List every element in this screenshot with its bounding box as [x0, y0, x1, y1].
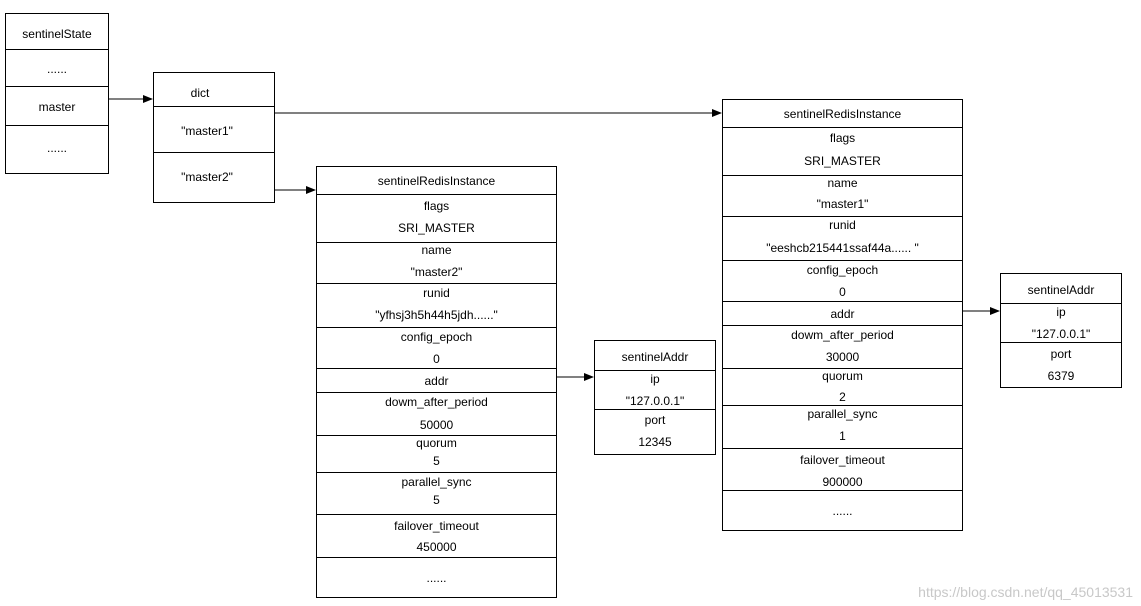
- addr-title: sentinelAddr: [1027, 283, 1095, 297]
- field-name: failover_timeout: [800, 453, 885, 467]
- addr-port-value: 12345: [638, 435, 672, 449]
- addr-port-label: port: [1050, 347, 1072, 361]
- field-failover-timeout: failover_timeout 450000: [317, 514, 556, 557]
- field-name: addr: [830, 307, 855, 321]
- addr-title: sentinelAddr: [621, 350, 689, 364]
- field-name: name: [421, 243, 452, 257]
- sentinel-state-title-cell: sentinelState: [6, 14, 108, 49]
- dict-title-cell: dict: [154, 73, 274, 106]
- instance-title: sentinelRedisInstance: [783, 107, 902, 121]
- field-runid: runid "eeshcb215441ssaf44a...... ": [723, 216, 962, 260]
- dict-row-master1: "master1": [154, 106, 274, 152]
- field-value: SRI_MASTER: [804, 154, 881, 168]
- dict-key-master2: "master2": [181, 170, 233, 184]
- addr-ip-cell: ip "127.0.0.1": [1001, 303, 1121, 342]
- addr-ip-value: "127.0.0.1": [625, 394, 685, 408]
- sentinel-state-row-label: ......: [46, 141, 67, 155]
- field-name: runid: [423, 286, 450, 300]
- addr-master2-box: sentinelAddr ip "127.0.0.1" port 12345: [594, 340, 716, 455]
- addr-ip-value: "127.0.0.1": [1031, 327, 1091, 341]
- sentinel-state-title: sentinelState: [22, 27, 92, 41]
- field-more-ellipsis: ......: [426, 571, 447, 585]
- field-name: config_epoch: [806, 263, 879, 277]
- sentinel-state-row-master: master: [6, 86, 108, 125]
- field-more: ......: [723, 490, 962, 530]
- addr-ip-cell: ip "127.0.0.1": [595, 370, 715, 409]
- field-name: failover_timeout: [394, 519, 479, 533]
- addr-title-cell: sentinelAddr: [595, 341, 715, 370]
- field-name: parallel_sync: [401, 475, 472, 489]
- field-parallel-sync: parallel_sync 1: [723, 405, 962, 448]
- sentinel-state-box: sentinelState ...... master ......: [5, 13, 109, 174]
- field-value: 5: [433, 454, 440, 468]
- field-value: "eeshcb215441ssaf44a...... ": [766, 241, 919, 255]
- field-value: 0: [433, 352, 440, 366]
- field-parallel-sync: parallel_sync 5: [317, 472, 556, 514]
- field-name: dowm_after_period: [791, 328, 894, 342]
- instance-master2-box: sentinelRedisInstance flags SRI_MASTER n…: [316, 166, 557, 598]
- field-name: dowm_after_period: [385, 395, 488, 409]
- field-value: 1: [839, 429, 846, 443]
- field-name: config_epoch: [400, 330, 473, 344]
- field-config-epoch: config_epoch 0: [317, 327, 556, 368]
- field-name: parallel_sync: [807, 407, 878, 421]
- addr-ip-label: ip: [650, 372, 660, 386]
- field-name: flags: [829, 131, 856, 145]
- field-down-after-period: dowm_after_period 50000: [317, 392, 556, 435]
- sentinel-state-row: ......: [6, 125, 108, 173]
- field-flags: flags SRI_MASTER: [317, 194, 556, 242]
- field-value: 900000: [822, 475, 863, 489]
- instance-title-cell: sentinelRedisInstance: [723, 100, 962, 127]
- field-value: 450000: [416, 540, 457, 554]
- field-more-ellipsis: ......: [832, 504, 853, 518]
- dict-box: dict "master1" "master2": [153, 72, 275, 203]
- field-name: quorum: [822, 369, 863, 383]
- field-value: SRI_MASTER: [398, 221, 475, 235]
- dict-row-master2: "master2": [154, 152, 274, 203]
- field-name-row: name "master2": [317, 242, 556, 283]
- field-runid: runid "yfhsj3h5h44h5jdh......": [317, 283, 556, 327]
- addr-master1-box: sentinelAddr ip "127.0.0.1" port 6379: [1000, 273, 1122, 388]
- field-failover-timeout: failover_timeout 900000: [723, 448, 962, 490]
- field-value: 30000: [825, 350, 860, 364]
- field-value: "master1": [816, 197, 869, 211]
- field-flags: flags SRI_MASTER: [723, 127, 962, 175]
- field-value: "yfhsj3h5h44h5jdh......": [375, 308, 498, 322]
- field-value: 50000: [419, 418, 454, 432]
- field-addr: addr: [317, 368, 556, 392]
- field-name-row: name "master1": [723, 175, 962, 216]
- sentinel-state-row-label: ......: [46, 62, 67, 76]
- watermark: https://blog.csdn.net/qq_45013531: [918, 584, 1133, 600]
- field-quorum: quorum 2: [723, 368, 962, 405]
- addr-port-cell: port 12345: [595, 409, 715, 454]
- field-addr: addr: [723, 301, 962, 325]
- field-value: 0: [839, 285, 846, 299]
- sentinel-state-master-label: master: [38, 100, 76, 114]
- field-name: name: [827, 176, 858, 190]
- field-value: 5: [433, 493, 440, 507]
- field-quorum: quorum 5: [317, 435, 556, 472]
- addr-port-value: 6379: [1047, 369, 1075, 383]
- field-more: ......: [317, 557, 556, 597]
- addr-port-label: port: [644, 413, 666, 427]
- instance-title-cell: sentinelRedisInstance: [317, 167, 556, 194]
- field-value: "master2": [410, 265, 463, 279]
- dict-title: dict: [190, 86, 210, 100]
- addr-title-cell: sentinelAddr: [1001, 274, 1121, 303]
- instance-master1-box: sentinelRedisInstance flags SRI_MASTER n…: [722, 99, 963, 531]
- field-value: 2: [839, 390, 846, 404]
- instance-title: sentinelRedisInstance: [377, 174, 496, 188]
- field-name: quorum: [416, 436, 457, 450]
- field-name: runid: [829, 218, 856, 232]
- field-name: addr: [424, 374, 449, 388]
- dict-key-master1: "master1": [181, 124, 233, 138]
- sentinel-state-row: ......: [6, 49, 108, 86]
- field-down-after-period: dowm_after_period 30000: [723, 325, 962, 368]
- field-name: flags: [423, 199, 450, 213]
- field-config-epoch: config_epoch 0: [723, 260, 962, 301]
- addr-port-cell: port 6379: [1001, 342, 1121, 387]
- addr-ip-label: ip: [1056, 305, 1066, 319]
